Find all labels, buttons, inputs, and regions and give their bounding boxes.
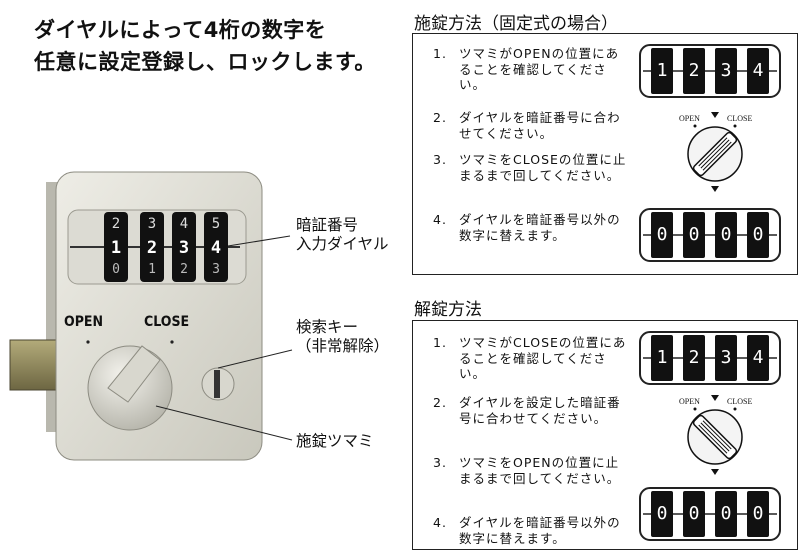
dial-digit: 2 xyxy=(146,238,158,258)
knob-graphic xyxy=(687,395,743,475)
digit: 3 xyxy=(720,60,732,81)
list-item: 3.ツマミをOPENの位置に止まるまで回してください。 xyxy=(433,455,621,486)
dial-digit: 1 xyxy=(110,238,122,258)
lock-close-label: CLOSE xyxy=(144,314,190,330)
dial-digit: 4 xyxy=(210,238,222,258)
dial-digit: 3 xyxy=(178,238,190,258)
digit: 0 xyxy=(688,503,700,524)
digit: 0 xyxy=(656,503,668,524)
unlock-steps: 1.ツマミがCLOSEの位置にあることを確認してください。 2.ダイヤルを設定し… xyxy=(433,335,627,550)
dial-digit: 5 xyxy=(211,216,221,232)
list-item: 4.ダイヤルを暗証番号以外の数字に替えます。 xyxy=(433,515,621,546)
lock-illustration: OPEN CLOSE 2 3 4 5 1 2 3 4 0 1 2 3 xyxy=(0,170,300,470)
digit: 0 xyxy=(752,503,764,524)
digit: 4 xyxy=(752,60,764,81)
digit: 4 xyxy=(752,347,764,368)
lock-section-panel: 1.ツマミがOPENの位置にあることを確認してください。 2.ダイヤルを暗証番号… xyxy=(412,33,798,275)
digit: 3 xyxy=(720,347,732,368)
combination-display-set: 1 2 3 4 xyxy=(639,331,781,385)
dial-digit: 3 xyxy=(212,262,220,277)
dial-digit: 3 xyxy=(147,216,157,232)
digit: 2 xyxy=(688,347,700,368)
digit: 1 xyxy=(656,347,668,368)
combination-display-scrambled: 0 0 0 0 xyxy=(639,208,781,262)
digit: 0 xyxy=(720,224,732,245)
combination-display-set: 1 2 3 4 xyxy=(639,44,781,98)
knob-diagram: OPEN CLOSE xyxy=(669,391,769,477)
combination-display-scrambled: 0 0 0 0 xyxy=(639,487,781,541)
drum-frame-graphic xyxy=(639,44,781,98)
callout-dial: 暗証番号 入力ダイヤル xyxy=(296,216,389,253)
digit: 2 xyxy=(688,60,700,81)
digit: 0 xyxy=(720,503,732,524)
headline-line-1: ダイヤルによって4桁の数字を xyxy=(34,18,327,42)
drum-frame-graphic xyxy=(639,331,781,385)
headline-line-2: 任意に設定登録し、ロックします。 xyxy=(34,50,376,74)
list-item: 3.ツマミをCLOSEの位置に止まるまで回してください。 xyxy=(433,152,627,183)
unlock-section-panel: 1.ツマミがCLOSEの位置にあることを確認してください。 2.ダイヤルを設定し… xyxy=(412,320,798,550)
list-item: 2.ダイヤルを暗証番号に合わせてください。 xyxy=(433,110,621,141)
list-item: 4.ダイヤルを暗証番号以外の数字に替えます。 xyxy=(433,212,621,243)
drum-frame-graphic xyxy=(639,208,781,262)
dial-digit: 1 xyxy=(148,262,156,277)
list-item: 2.ダイヤルを設定した暗証番号に合わせてください。 xyxy=(433,395,621,426)
callout-search-key: 検索キー （非常解除） xyxy=(296,318,390,355)
dial-drums[interactable] xyxy=(104,212,228,282)
lock-section-title: 施錠方法（固定式の場合） xyxy=(414,14,618,34)
lock-open-label: OPEN xyxy=(64,314,104,330)
unlock-section-title: 解錠方法 xyxy=(414,300,482,320)
knob-diagram: OPEN CLOSE xyxy=(669,108,769,194)
knob-open-label: OPEN xyxy=(679,114,700,123)
knob-close-label: CLOSE xyxy=(727,397,753,406)
lock-steps: 1.ツマミがOPENの位置にあることを確認してください。 2.ダイヤルを暗証番号… xyxy=(433,46,627,247)
drum-frame-graphic xyxy=(639,487,781,541)
lock-body-graphic xyxy=(9,171,293,461)
dial-digit: 2 xyxy=(180,262,188,277)
knob-close-label: CLOSE xyxy=(727,114,753,123)
dial-digit: 0 xyxy=(112,262,120,277)
digit: 0 xyxy=(752,224,764,245)
knob-open-label: OPEN xyxy=(679,397,700,406)
knob-graphic xyxy=(687,112,743,192)
digit: 0 xyxy=(656,224,668,245)
list-item: 1.ツマミがOPENの位置にあることを確認してください。 xyxy=(433,46,620,92)
list-item: 1.ツマミがCLOSEの位置にあることを確認してください。 xyxy=(433,335,627,381)
callout-knob: 施錠ツマミ xyxy=(296,432,374,450)
digit: 0 xyxy=(688,224,700,245)
dial-digit: 2 xyxy=(111,216,121,232)
digit: 1 xyxy=(656,60,668,81)
dial-digit: 4 xyxy=(179,216,189,232)
